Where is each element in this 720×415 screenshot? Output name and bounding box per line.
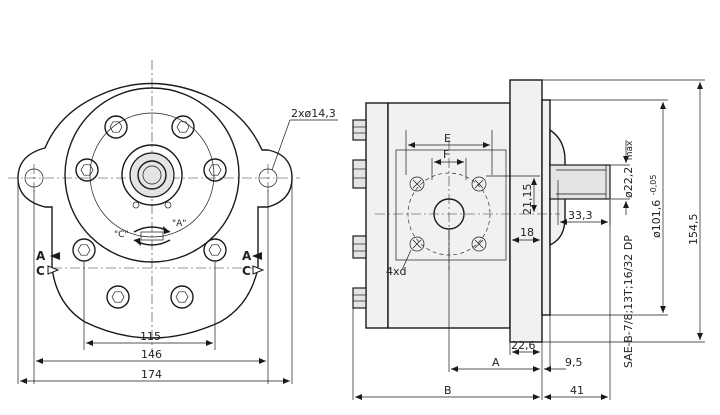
dim-9-5: 9,5 — [565, 356, 583, 369]
front-bolts — [72, 115, 227, 309]
dim-18: 18 — [520, 226, 534, 239]
dim-21-15: 21,15 — [521, 184, 534, 216]
dim-115: 115 — [140, 330, 161, 343]
side-view: 4xd E F 21,15 18 33,3 ø22,2 max SA — [352, 79, 705, 400]
port-c-left: C — [36, 264, 45, 278]
dim-22-2: ø22,2 max — [622, 140, 635, 198]
dim-146: 146 — [141, 348, 162, 361]
port-c-right-arrow — [252, 265, 265, 275]
rotation-label-c: "C" — [114, 230, 129, 240]
port-a-right-arrow — [252, 252, 262, 260]
port-face — [395, 149, 507, 261]
dim-b: B — [444, 384, 452, 397]
side-bolt-heads — [352, 119, 367, 309]
shaft-inner — [137, 160, 167, 190]
front-flange-outline — [17, 82, 293, 339]
dim-a: A — [492, 356, 500, 369]
port-c-left-arrow — [47, 265, 60, 275]
dim-e: E — [444, 132, 451, 145]
spline-spec: SAE-B-7/8;13T;16/32 DP — [622, 235, 635, 368]
rotation-label-a: "A" — [172, 219, 186, 229]
front-view: "C" "A" A C A C 2xø14,3 115 146 174 — [8, 60, 338, 384]
pilot — [541, 99, 551, 316]
dim-174: 174 — [141, 368, 162, 381]
port-studs — [409, 176, 487, 252]
port-a-right: A — [242, 249, 252, 263]
port-a-left: A — [36, 249, 46, 263]
dim-33-3: 33,3 — [568, 209, 593, 222]
dim-22-6: 22,6 — [511, 339, 536, 352]
shaft-seal — [129, 152, 175, 198]
port-c-right: C — [242, 264, 251, 278]
shaft — [549, 164, 611, 200]
end-cover — [365, 102, 389, 329]
dim-101-6: ø101,6 -0,05 — [649, 175, 663, 238]
ports-label: 4xd — [386, 265, 407, 278]
hole-callout: 2xø14,3 — [291, 107, 336, 120]
port-a-left-arrow — [50, 252, 60, 260]
dim-154-5: 154,5 — [687, 214, 700, 246]
dim-f: F — [443, 148, 449, 161]
dim-41: 41 — [570, 384, 584, 397]
shaft-outer — [121, 144, 183, 206]
rotation-symbol — [133, 226, 171, 246]
